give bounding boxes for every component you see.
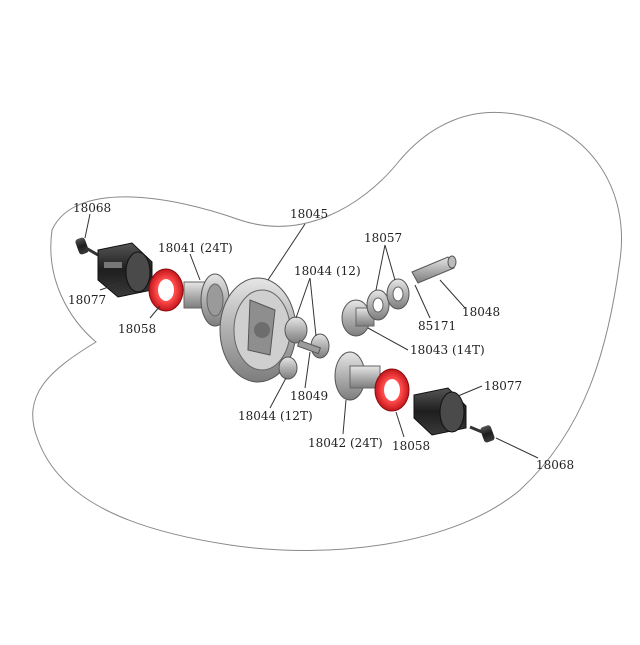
bearing-2 (386, 278, 410, 310)
leader-lines (84, 213, 539, 459)
spider-gear-bottom (278, 356, 298, 380)
screw-right (469, 425, 495, 443)
outline-boundary (32, 111, 622, 551)
drive-cup-left (97, 242, 153, 298)
label-part-8: 85171 (418, 319, 456, 333)
spider-gear-top (284, 316, 308, 344)
label-part-13: 18042 (24T) (308, 436, 383, 450)
label-part-6: 18044 (12) (294, 264, 361, 278)
output-gear-right (334, 351, 381, 401)
seal-ring-right (374, 368, 410, 412)
diff-case (219, 277, 297, 383)
screw-left (75, 237, 99, 257)
bearing-1 (366, 289, 390, 321)
label-part-15: 18077 (484, 379, 522, 393)
seal-ring-left (148, 268, 184, 312)
cross-pin (296, 339, 322, 355)
label-part-1: 18068 (73, 201, 111, 215)
label-part-9: 18048 (462, 305, 500, 319)
label-part-12: 18044 (12T) (238, 409, 313, 423)
label-part-10: 18043 (14T) (410, 343, 485, 357)
label-part-3: 18041 (24T) (158, 241, 233, 255)
part-labels: 18068 18077 18041 (24T) 18058 18045 1804… (68, 201, 574, 472)
label-part-4: 18058 (118, 322, 156, 336)
label-part-16: 18068 (536, 458, 574, 472)
label-part-14: 18058 (392, 439, 430, 453)
drive-cup-right (413, 387, 467, 436)
label-part-11: 18049 (290, 389, 328, 403)
label-part-2: 18077 (68, 293, 106, 307)
pinion-shaft (411, 255, 457, 284)
label-part-7: 18057 (364, 231, 402, 245)
label-part-5: 18045 (290, 207, 328, 221)
output-gear-left (183, 273, 230, 327)
